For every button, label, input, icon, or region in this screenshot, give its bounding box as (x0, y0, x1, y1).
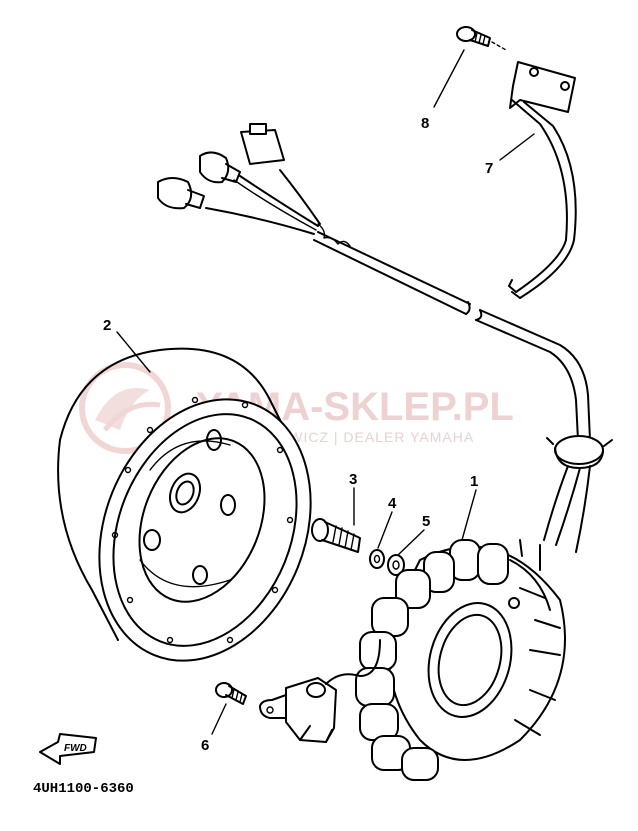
part-4-washer (369, 549, 385, 569)
part-8-bolt (456, 26, 507, 51)
callout-3: 3 (349, 471, 357, 488)
callout-6: 6 (201, 737, 209, 754)
fwd-arrow-icon: FWD (39, 733, 97, 765)
part-1-stator (355, 539, 566, 781)
callout-7: 7 (485, 160, 493, 177)
grommet (543, 435, 613, 553)
drawing-code: 4UH1100-6360 (33, 781, 134, 797)
part-7-clamp (508, 61, 577, 299)
watermark-logo-icon (79, 362, 171, 454)
part-2-rotor (57, 347, 312, 662)
callout-5: 5 (422, 513, 430, 530)
wire-harness (157, 123, 591, 441)
callout-labels: 1 2 3 4 5 6 7 8 (103, 115, 493, 754)
leader-lines (116, 49, 535, 735)
callout-4: 4 (388, 495, 397, 512)
callout-1: 1 (470, 473, 478, 490)
part-6-screw (215, 682, 247, 705)
pickup-coil (259, 639, 381, 743)
callout-2: 2 (103, 317, 111, 334)
fwd-label: FWD (64, 743, 87, 754)
callout-8: 8 (421, 115, 429, 132)
part-3-bolt (311, 518, 361, 553)
part-5-washer (387, 554, 405, 576)
